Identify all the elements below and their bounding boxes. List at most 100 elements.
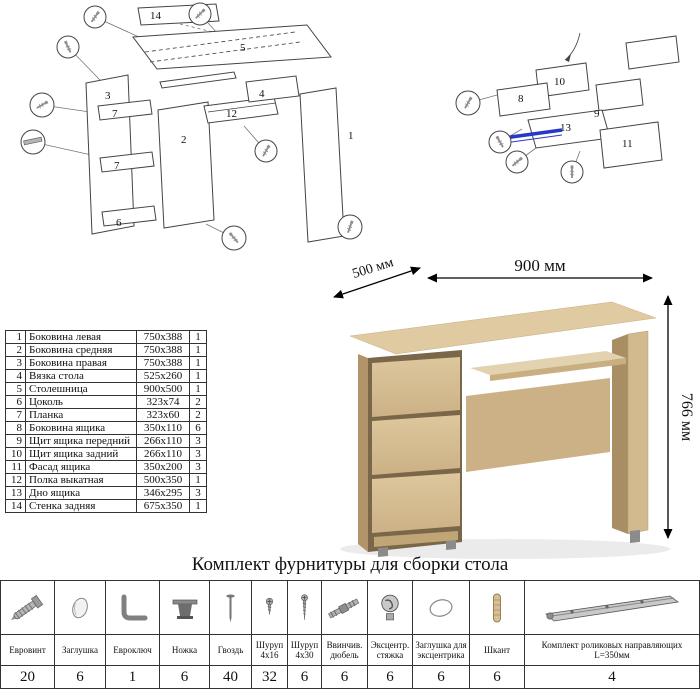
hardware-label: Шкант: [470, 635, 524, 666]
hardware-callouts: [455, 90, 584, 184]
hardware-item-shkant: Шкант 6: [470, 581, 525, 688]
part-qty: 1: [189, 499, 207, 513]
hardware-item-shurup-4x16: Шуруп 4x16 32: [252, 581, 288, 688]
hardware-qty: 20: [20, 668, 35, 685]
part-num: 1: [5, 330, 26, 344]
panel-tabletop: [132, 24, 332, 70]
part-name: Фасад ящика: [25, 460, 137, 474]
part-name: Боковина правая: [25, 356, 137, 370]
hardware-qty: 6: [493, 668, 501, 685]
part-num: 14: [5, 499, 26, 513]
dim-width-label: 900 мм: [514, 256, 566, 275]
part-size: 346x295: [136, 486, 190, 500]
part-name: Вязка стола: [25, 369, 137, 383]
hardware-label: Заглушка для эксцентрика: [413, 635, 469, 666]
hardware-qty: 6: [437, 668, 445, 685]
drawer-front-facade: [599, 121, 663, 169]
screw-4x30-icon: [301, 593, 308, 620]
rail-callout: [20, 129, 46, 155]
hardware-qty: 6: [386, 668, 394, 685]
part-qty: 3: [189, 447, 207, 461]
hardware-label: Ввинчив. дюбель: [322, 635, 367, 666]
tabletop: \x3c/line>: [349, 301, 657, 355]
hardware-label: Эксцентр. стяжка: [368, 635, 412, 666]
part-qty: 3: [189, 460, 207, 474]
cam-cap-icon: [429, 598, 453, 617]
cap-icon: [72, 597, 88, 618]
drawer-side-left: [496, 82, 551, 117]
part-qty: 6: [189, 421, 207, 435]
hardware-label: Заглушка: [55, 635, 105, 666]
part-qty: 3: [189, 486, 207, 500]
hardware-label: Гвоздь: [210, 635, 251, 666]
part-qty: 1: [189, 369, 207, 383]
hardware-label: Комплект роликовых направляющих L=350мм: [525, 635, 699, 666]
part-name: Щит ящика передний: [25, 434, 137, 448]
part-name: Боковина средняя: [25, 343, 137, 357]
part-num: 12: [5, 473, 26, 487]
part-name: Цоколь: [25, 395, 137, 409]
part-label-11: 11: [622, 138, 633, 150]
hardware-item-gvozd: Гвоздь 40: [210, 581, 252, 688]
strip-plinth: [101, 205, 157, 227]
part-label-3: 3: [105, 90, 111, 102]
part-qty: 1: [189, 356, 207, 370]
part-label-14: 14: [150, 10, 162, 22]
hardware-item-shurup-4x30: Шуруп 4x30 6: [288, 581, 322, 688]
exploded-diagram-drawer: 10 8 9 13 11: [455, 32, 680, 184]
hardware-item-excentrik: Эксцентр. стяжка 6: [368, 581, 413, 688]
part-size: 323x74: [136, 395, 190, 409]
part-size: 500x350: [136, 473, 190, 487]
part-name: Планка: [25, 408, 137, 422]
part-label-10: 10: [554, 76, 566, 88]
part-label-9: 9: [594, 108, 600, 120]
hardware-item-zaglushka: Заглушка 6: [55, 581, 106, 688]
part-size: 750x388: [136, 356, 190, 370]
hardware-item-zaglushka-excentrika: Заглушка для эксцентрика 6: [413, 581, 470, 688]
part-name: Полка выкатная: [25, 473, 137, 487]
hardware-item-nozhka: Ножка 6: [160, 581, 210, 688]
hardware-qty: 6: [300, 668, 309, 685]
dimension-annotations: [333, 266, 673, 539]
hardware-qty: 32: [262, 668, 277, 685]
part-size: 525x260: [136, 369, 190, 383]
part-num: 6: [5, 395, 26, 409]
strip-planka-2: [99, 151, 155, 173]
part-num: 11: [5, 460, 26, 474]
panel-side-middle: [157, 101, 215, 229]
hex-key-icon: [121, 594, 147, 620]
part-qty: 1: [189, 330, 207, 344]
part-size: 350x110: [136, 421, 190, 435]
part-name: Стенка задняя: [25, 499, 137, 513]
part-size: 350x200: [136, 460, 190, 474]
part-qty: 1: [189, 473, 207, 487]
part-size: 750x388: [136, 343, 190, 357]
part-number-labels: 14 5 3 7 2 12 4 7 6 1: [105, 10, 354, 229]
hardware-kit-title: Комплект фурнитуры для сборки стола: [191, 554, 509, 575]
drawer-side-right: [595, 78, 644, 112]
part-size: 266x110: [136, 447, 190, 461]
panel-side-right: [299, 87, 345, 243]
hardware-qty: 6: [76, 668, 84, 685]
back-panel: [466, 378, 610, 472]
part-qty: 2: [189, 408, 207, 422]
part-name: Боковина левая: [25, 330, 137, 344]
hardware-item-dyubel: Ввинчив. дюбель 6: [322, 581, 368, 688]
part-size: 675x350: [136, 499, 190, 513]
euro-screw-icon: [10, 594, 43, 620]
strip-planka-1: [97, 99, 153, 121]
drawer-extra-panel: [625, 35, 680, 70]
screw-4x16-icon: [265, 597, 274, 615]
hardware-label: Шуруп 4x30: [288, 635, 321, 666]
